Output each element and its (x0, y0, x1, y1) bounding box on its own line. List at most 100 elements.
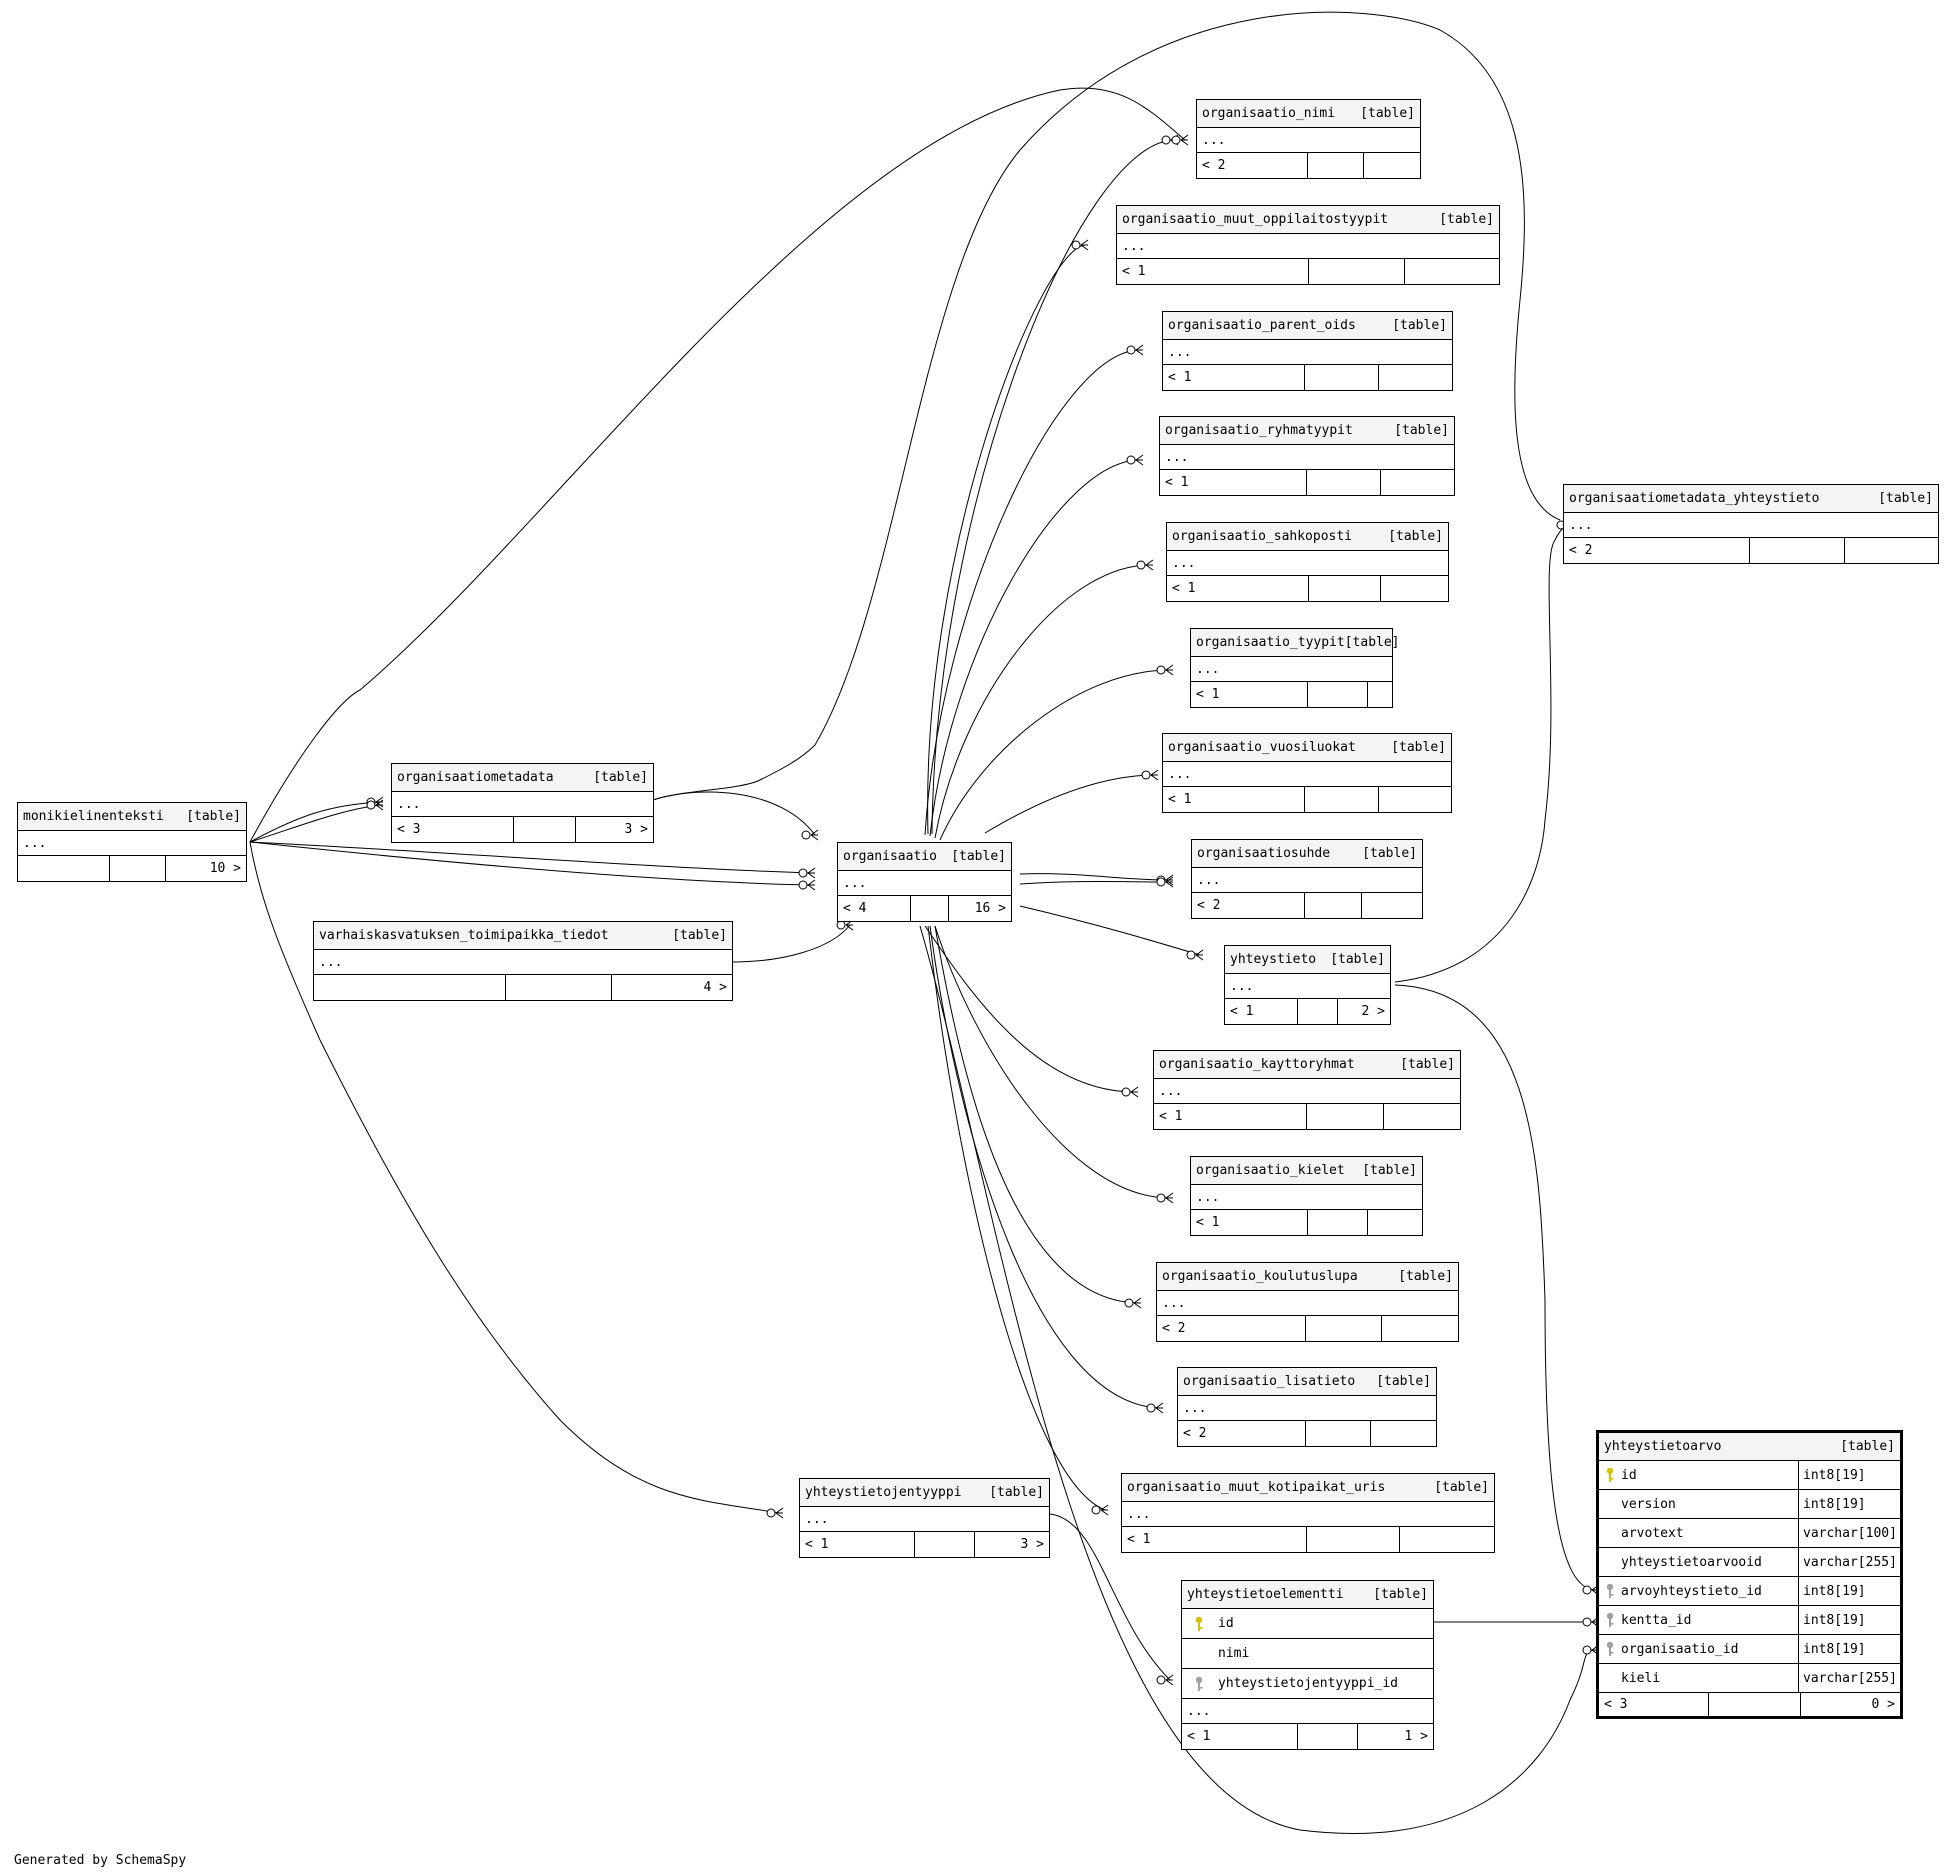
table-organisaatio-vuosiluokat[interactable]: organisaatio_vuosiluokat [table]... < 1 (1162, 733, 1452, 813)
children-count[interactable] (1379, 787, 1451, 812)
parents-count[interactable]: < 2 (1192, 893, 1305, 918)
table-type-tag: [table] (1362, 846, 1417, 861)
table-yhteystieto[interactable]: yhteystieto [table]... < 1 2 > (1224, 945, 1391, 1025)
column-row: id int8[19] (1599, 1461, 1900, 1490)
table-organisaatio-kielet[interactable]: organisaatio_kielet [table]... < 1 (1190, 1156, 1423, 1236)
parents-count[interactable]: < 3 (1599, 1693, 1709, 1716)
table-organisaatio-muut-kotipaikat-uris[interactable]: organisaatio_muut_kotipaikat_uris [table… (1121, 1473, 1495, 1553)
footer-middle (1298, 999, 1338, 1024)
children-count[interactable]: 1 > (1404, 1729, 1428, 1744)
children-count[interactable]: 10 > (209, 861, 241, 876)
columns-ellipsis: ... (1225, 974, 1390, 999)
table-varhaiskasvatuksen-toimipaikka-tiedot[interactable]: varhaiskasvatuksen_toimipaikka_tiedot [t… (313, 921, 733, 1001)
parents-count[interactable]: < 1 (1160, 470, 1307, 495)
parents-count[interactable]: < 1 (1163, 365, 1305, 390)
children-count[interactable] (1368, 682, 1392, 707)
children-count[interactable] (1845, 538, 1938, 563)
parents-count[interactable]: < 4 (838, 896, 911, 921)
children-count[interactable] (1405, 259, 1499, 284)
table-type-tag: [table] (1344, 635, 1400, 650)
table-header: yhteystietoarvo [table] (1599, 1433, 1900, 1461)
footer-middle (1750, 538, 1845, 563)
children-count[interactable] (1381, 470, 1454, 495)
columns-ellipsis: ... (1197, 128, 1420, 153)
parents-count[interactable]: < 2 (1178, 1421, 1306, 1446)
foreign-key-icon (1599, 1612, 1621, 1628)
footer-middle (1308, 682, 1368, 707)
table-yhteystietoelementti[interactable]: yhteystietoelementti [table] id nimi yht… (1181, 1580, 1434, 1750)
table-name: organisaatiometadata (397, 770, 554, 785)
children-count[interactable] (1379, 365, 1452, 390)
parents-count[interactable]: < 1 (1154, 1104, 1307, 1129)
children-count[interactable] (1400, 1527, 1494, 1552)
table-organisaatio[interactable]: organisaatio [table]... < 4 16 > (837, 842, 1012, 922)
table-name: organisaatio_parent_oids (1168, 318, 1356, 333)
parents-count[interactable]: < 2 (1564, 538, 1750, 563)
children-count[interactable]: 16 > (974, 901, 1006, 916)
table-header: organisaatio_muut_oppilaitostyypit [tabl… (1117, 206, 1499, 234)
footer-middle (506, 975, 612, 1000)
parents-count[interactable]: < 1 (1182, 1724, 1298, 1749)
footer-middle (1308, 1210, 1368, 1235)
parents-count[interactable]: < 1 (1122, 1527, 1307, 1552)
table-name: organisaatio_ryhmatyypit (1165, 423, 1353, 438)
crowfoot-marker (1582, 1584, 1600, 1596)
table-organisaatio-ryhmatyypit[interactable]: organisaatio_ryhmatyypit [table]... < 1 (1159, 416, 1455, 496)
table-organisaatio-muut-oppilaitostyypit[interactable]: organisaatio_muut_oppilaitostyypit [tabl… (1116, 205, 1500, 285)
table-footer: < 2 (1564, 538, 1938, 563)
parents-count[interactable] (18, 856, 110, 881)
crowfoot-marker (1156, 664, 1174, 676)
column-type: varchar[255] (1803, 1670, 1897, 1686)
table-organisaatiometadata-yhteystieto[interactable]: organisaatiometadata_yhteystieto [table]… (1563, 484, 1939, 564)
crowfoot-marker (1141, 769, 1159, 781)
column-name: yhteystietoarvooid (1621, 1554, 1762, 1570)
table-yhteystietojentyyppi[interactable]: yhteystietojentyyppi [table]... < 1 3 > (799, 1478, 1050, 1558)
parents-count[interactable]: < 1 (800, 1532, 915, 1557)
children-count[interactable] (1364, 153, 1420, 178)
parents-count[interactable]: < 1 (1225, 999, 1298, 1024)
children-count[interactable]: 3 > (1020, 1537, 1044, 1552)
table-organisaatio-lisatieto[interactable]: organisaatio_lisatieto [table]... < 2 (1177, 1367, 1437, 1447)
table-yhteystietoarvo[interactable]: yhteystietoarvo [table] id int8[19] vers… (1596, 1430, 1903, 1719)
children-count[interactable]: 2 > (1361, 1004, 1385, 1019)
parents-count[interactable]: < 2 (1197, 153, 1308, 178)
children-count[interactable] (1384, 1104, 1460, 1129)
table-organisaatio-nimi[interactable]: organisaatio_nimi [table]... < 2 (1196, 99, 1421, 179)
children-count[interactable]: 4 > (703, 980, 727, 995)
table-organisaatio-koulutuslupa[interactable]: organisaatio_koulutuslupa [table]... < 2 (1156, 1262, 1459, 1342)
children-count[interactable] (1381, 576, 1448, 601)
table-type-tag: [table] (951, 849, 1006, 864)
children-count[interactable] (1368, 1210, 1422, 1235)
table-organisaatio-parent-oids[interactable]: organisaatio_parent_oids [table]... < 1 (1162, 311, 1453, 391)
table-name: organisaatio_nimi (1202, 106, 1336, 121)
column-row: kieli varchar[255] (1599, 1664, 1900, 1693)
children-count[interactable] (1382, 1316, 1458, 1341)
table-organisaatiosuhde[interactable]: organisaatiosuhde [table]... < 2 (1191, 839, 1423, 919)
table-monikielinenteksti[interactable]: monikielinenteksti [table]... 10 > (17, 802, 247, 882)
table-organisaatio-tyypit[interactable]: organisaatio_tyypit [table]... < 1 (1190, 628, 1400, 708)
parents-count[interactable]: < 1 (1191, 682, 1308, 707)
table-header: organisaatio_muut_kotipaikat_uris [table… (1122, 1474, 1494, 1502)
parents-count[interactable]: < 3 (392, 817, 514, 842)
parents-count[interactable] (314, 975, 506, 1000)
children-count[interactable]: 0 > (1871, 1697, 1895, 1712)
column-name: arvotext (1621, 1525, 1684, 1541)
children-count[interactable] (1362, 893, 1422, 918)
table-organisaatio-sahkoposti[interactable]: organisaatio_sahkoposti [table]... < 1 (1166, 522, 1449, 602)
table-organisaatiometadata[interactable]: organisaatiometadata [table]... < 3 3 > (391, 763, 654, 843)
relationship-line (249, 841, 813, 886)
column-name: organisaatio_id (1621, 1641, 1739, 1657)
children-count[interactable] (1371, 1421, 1436, 1446)
relationship-line (249, 801, 381, 843)
children-count[interactable]: 3 > (624, 822, 648, 837)
parents-count[interactable]: < 1 (1163, 787, 1305, 812)
parents-count[interactable]: < 1 (1191, 1210, 1308, 1235)
parents-count[interactable]: < 2 (1157, 1316, 1306, 1341)
table-header: monikielinenteksti [table] (18, 803, 246, 831)
columns-ellipsis: ... (1117, 234, 1499, 259)
column-name: yhteystietojentyyppi_id (1218, 1676, 1399, 1691)
parents-count[interactable]: < 1 (1117, 259, 1309, 284)
parents-count[interactable]: < 1 (1167, 576, 1309, 601)
crowfoot-marker (798, 867, 816, 879)
table-organisaatio-kayttoryhmat[interactable]: organisaatio_kayttoryhmat [table]... < 1 (1153, 1050, 1461, 1130)
